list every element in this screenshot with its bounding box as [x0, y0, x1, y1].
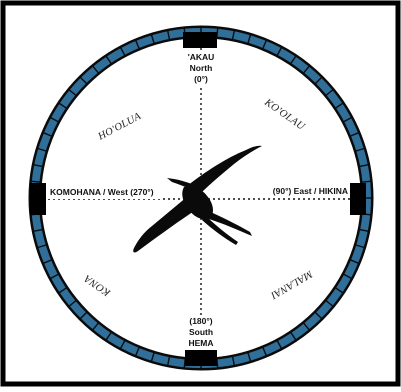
house-label-southeast: MALANAI	[268, 267, 315, 300]
south-label-line1: (180°)	[189, 316, 212, 326]
west-marker	[30, 183, 46, 215]
south-marker	[185, 350, 217, 366]
house-label-northeast: KO'OLAU	[261, 97, 307, 134]
north-label-line2: North	[190, 63, 213, 73]
south-label-line3: HEMA	[188, 338, 213, 348]
north-label-line3: (0°)	[194, 74, 208, 84]
ring-tick	[31, 181, 41, 182]
bird-lower-wing	[133, 196, 204, 252]
frigate-bird-icon	[133, 146, 262, 253]
house-label-southwest: KONA	[82, 272, 113, 298]
west-label: KOMOHANA / West (270°)	[50, 187, 154, 197]
ring-tick	[361, 181, 371, 182]
bird-upper-wing	[187, 146, 262, 194]
east-label: (90°) East / HIKINA	[273, 186, 348, 196]
north-marker	[183, 32, 217, 48]
south-label-line2: South	[189, 327, 213, 337]
east-marker	[350, 183, 366, 215]
north-label-line1: 'AKAU	[188, 52, 215, 62]
house-label-northwest: HO'OLUA	[96, 111, 144, 143]
